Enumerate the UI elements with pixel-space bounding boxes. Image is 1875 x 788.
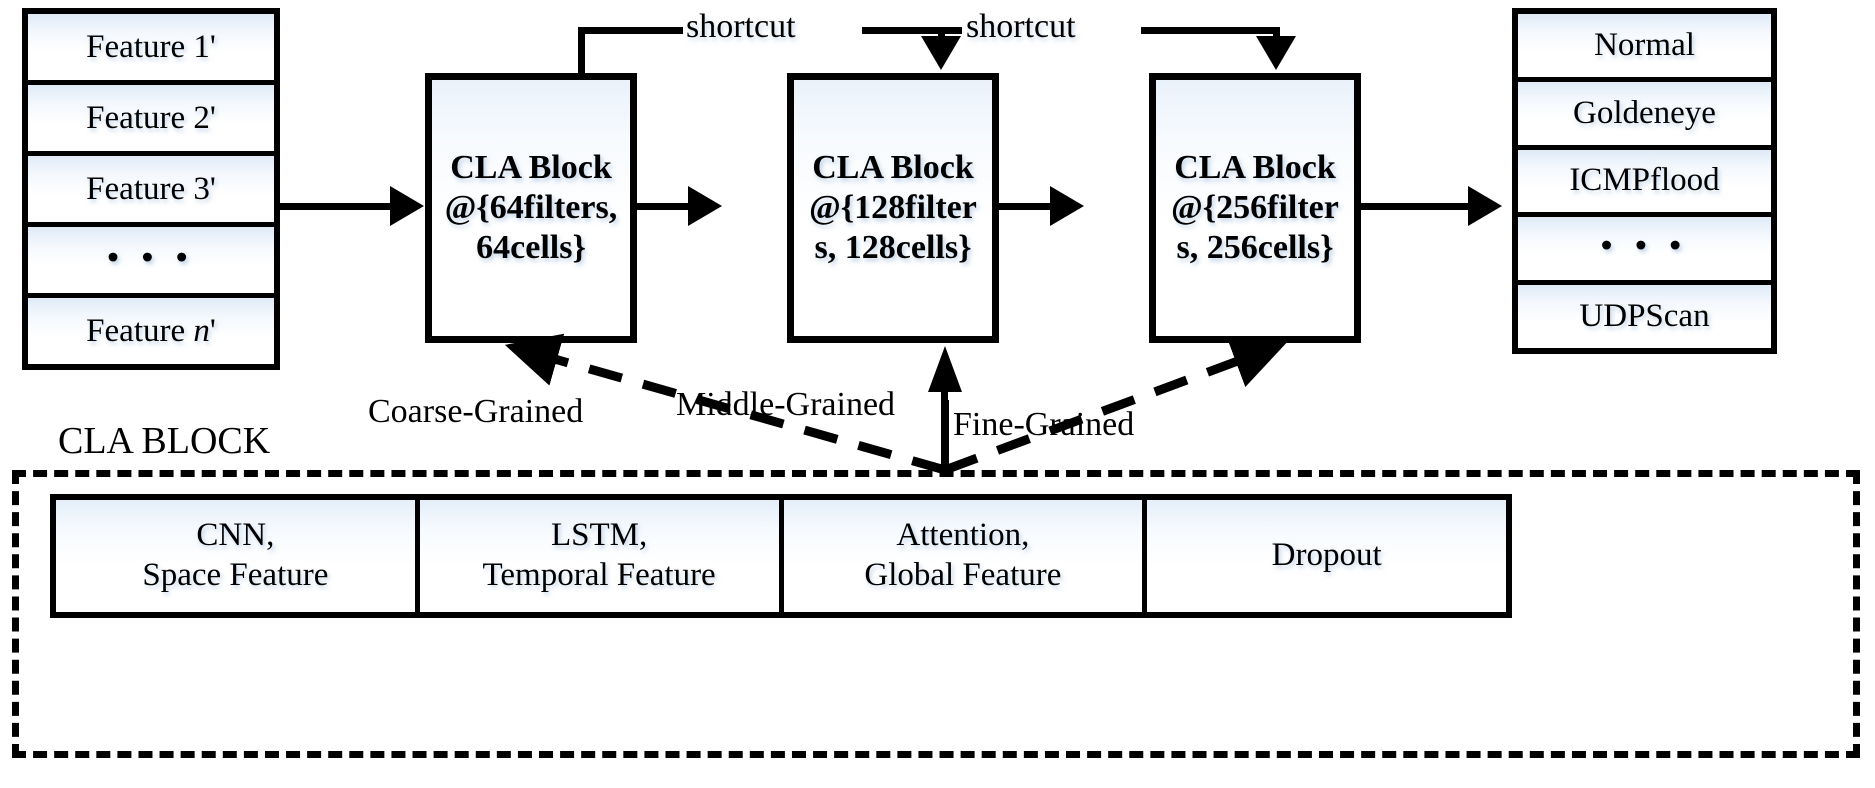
class-list-item: ICMPflood xyxy=(1518,149,1771,218)
cla-stage-lstm-line1: LSTM, xyxy=(550,517,648,554)
shortcut-1-segment-left xyxy=(578,27,683,34)
cla-block-2[interactable]: CLA Block @{128filter s, 128cells} xyxy=(787,73,999,343)
cla-block-2-line1: CLA Block xyxy=(812,148,974,186)
class-list: Normal Goldeneye ICMPflood • • • UDPScan xyxy=(1512,8,1777,354)
cla-stage-dropout[interactable]: Dropout xyxy=(1147,500,1506,612)
cla-block-3[interactable]: CLA Block @{256filter s, 256cells} xyxy=(1149,73,1361,343)
middle-grained-arrowhead-icon xyxy=(928,346,962,392)
feature-list-item: Feature 2' xyxy=(28,85,274,156)
shortcut-2-label: shortcut xyxy=(966,8,1076,45)
cla-block-3-line3: s, 256cells} xyxy=(1176,229,1334,267)
class-list-ellipsis-label: • • • xyxy=(1600,228,1689,265)
block1-block2-line xyxy=(637,203,693,210)
shortcut-2-dropper xyxy=(1273,27,1280,37)
cla-block-stage-row: CNN, Space Feature LSTM, Temporal Featur… xyxy=(50,494,1512,618)
output-arrowhead-icon xyxy=(1468,186,1502,226)
class-list-item-label: Goldeneye xyxy=(1573,94,1716,131)
feature-list-item-n-label: Feature n' xyxy=(86,312,216,349)
cla-stage-attention-line2: Global Feature xyxy=(864,557,1062,593)
cla-stage-lstm-line2: Temporal Feature xyxy=(482,557,716,593)
cla-block-1-line1: CLA Block xyxy=(450,148,612,186)
feature-list-item-label: Feature 1' xyxy=(86,28,216,65)
feature-list-item-n: Feature n' xyxy=(28,298,274,364)
cla-block-2-label: CLA Block @{128filter s, 128cells} xyxy=(803,148,983,268)
input-arrowhead-icon xyxy=(390,186,424,226)
cla-stage-cnn[interactable]: CNN, Space Feature xyxy=(56,500,420,612)
class-list-item: Normal xyxy=(1518,14,1771,82)
cla-block-1-label: CLA Block @{64filters, 64cells} xyxy=(439,148,623,268)
fine-grained-label: Fine-Grained xyxy=(953,406,1135,443)
feature-list-item-label: Feature 2' xyxy=(86,99,216,136)
cla-stage-dropout-label: Dropout xyxy=(1271,537,1382,574)
cla-block-1[interactable]: CLA Block @{64filters, 64cells} xyxy=(425,73,637,343)
cla-block-1-line2: @{64filters, xyxy=(444,188,618,226)
shortcut-2-segment-left xyxy=(938,27,962,34)
shortcut-1-riser xyxy=(578,27,585,77)
class-list-item-label: UDPScan xyxy=(1579,298,1710,335)
class-list-item-label: ICMPflood xyxy=(1569,162,1720,199)
block2-block3-line xyxy=(999,203,1055,210)
cla-block-3-label: CLA Block @{256filter s, 256cells} xyxy=(1165,148,1345,268)
feature-list-item: Feature 3' xyxy=(28,156,274,227)
feature-list-ellipsis-label: • • • xyxy=(107,239,195,276)
middle-grained-riser xyxy=(941,390,948,472)
coarse-grained-label: Coarse-Grained xyxy=(368,393,584,430)
cla-stage-cnn-line2: Space Feature xyxy=(142,557,329,593)
cla-block-3-line2: @{256filter xyxy=(1171,188,1339,226)
class-list-ellipsis: • • • xyxy=(1518,217,1771,286)
shortcut-1-arrowhead-icon xyxy=(921,36,961,70)
cla-block-3-line1: CLA Block xyxy=(1174,148,1336,186)
shortcut-2-arrowhead-icon xyxy=(1256,36,1296,70)
cla-block-2-line2: @{128filter xyxy=(809,188,977,226)
grained-fan-origin xyxy=(504,333,1287,475)
block2-block3-arrowhead-icon xyxy=(1050,186,1084,226)
class-list-item: Goldeneye xyxy=(1518,81,1771,150)
shortcut-2-segment-right xyxy=(1141,27,1280,34)
cla-stage-lstm[interactable]: LSTM, Temporal Feature xyxy=(419,500,784,612)
shortcut-1-label: shortcut xyxy=(686,8,796,45)
feature-list-item: Feature 1' xyxy=(28,14,274,85)
cla-stage-attention-line1: Attention, xyxy=(896,517,1030,554)
cla-block-1-line3: 64cells} xyxy=(476,229,586,267)
feature-list-item-label: Feature 3' xyxy=(86,170,216,207)
shortcut-1-segment-right xyxy=(862,27,945,34)
cla-stage-cnn-line1: CNN, xyxy=(196,517,275,554)
cla-stage-attention[interactable]: Attention, Global Feature xyxy=(783,500,1148,612)
cla-stage-cnn-label: CNN, Space Feature xyxy=(142,516,328,595)
block1-block2-arrowhead-icon xyxy=(688,186,722,226)
feature-list-ellipsis: • • • xyxy=(28,227,274,298)
cla-stage-attention-label: Attention, Global Feature xyxy=(864,516,1061,595)
cla-block-detail-caption: CLA BLOCK xyxy=(58,420,271,462)
output-connector-line xyxy=(1361,203,1471,210)
cla-stage-lstm-label: LSTM, Temporal Feature xyxy=(483,516,716,595)
middle-grained-label: Middle-Grained xyxy=(676,386,896,423)
cla-block-detail-container xyxy=(12,470,1860,758)
cla-block-2-line3: s, 128cells} xyxy=(814,229,972,267)
class-list-item: UDPScan xyxy=(1518,285,1771,348)
input-connector-line xyxy=(280,203,392,210)
feature-list: Feature 1' Feature 2' Feature 3' • • • F… xyxy=(22,8,280,370)
class-list-item-label: Normal xyxy=(1594,26,1695,63)
